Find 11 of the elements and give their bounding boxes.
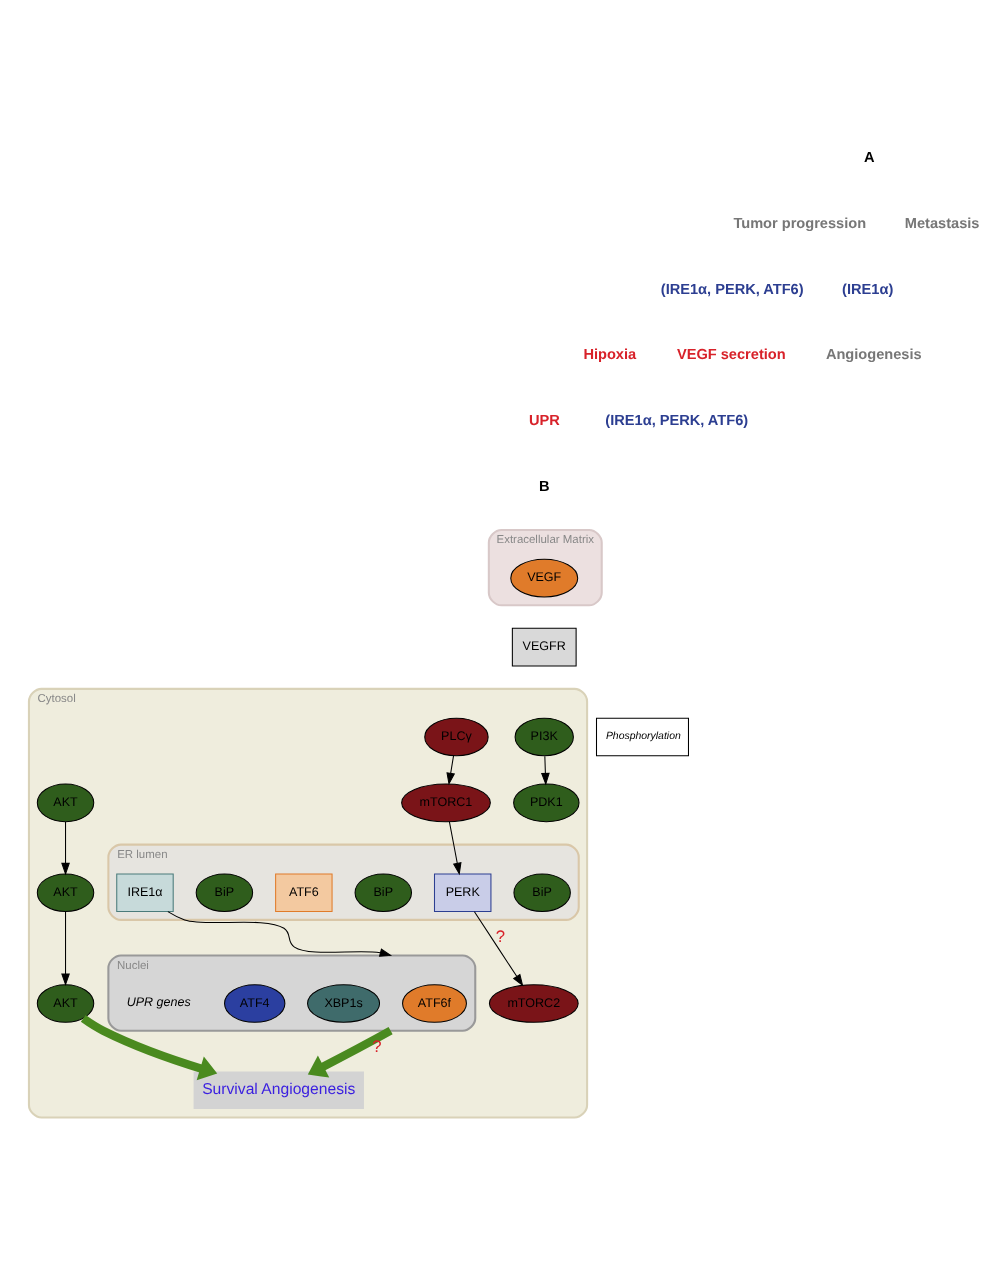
arrow bbox=[307, 1027, 393, 1078]
arrow bbox=[80, 1015, 218, 1081]
arrow bbox=[61, 821, 70, 876]
edge-label: ? bbox=[495, 925, 505, 946]
arrow bbox=[446, 755, 456, 786]
arrow bbox=[167, 911, 393, 957]
arrow bbox=[448, 821, 462, 876]
arrow bbox=[61, 911, 70, 987]
edge-label: ? bbox=[372, 1036, 382, 1057]
arrow bbox=[473, 911, 524, 987]
arrow bbox=[541, 755, 550, 786]
